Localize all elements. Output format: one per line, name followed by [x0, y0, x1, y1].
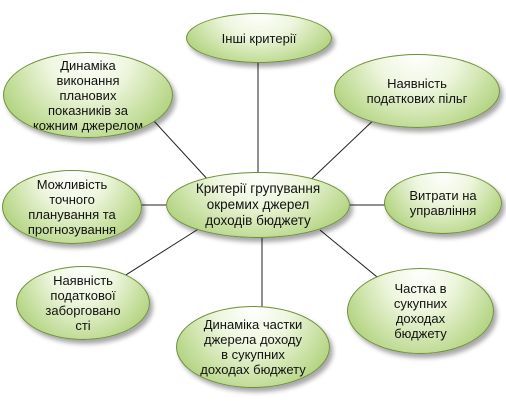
node-planning-accuracy: Можливість точного планування та прогноз… — [2, 170, 142, 244]
node-other-criteria-label: Інші критерії — [221, 30, 297, 46]
node-tax-benefits: Наявність податкових пільг — [334, 54, 500, 128]
node-management-costs-label: Витрати на управління — [409, 188, 477, 218]
node-share-dynamics: Динаміка частки джерела доходу в сукупни… — [176, 306, 330, 388]
node-tax-debt-label: Наявність податкової заборговано сті — [45, 273, 121, 333]
node-other-criteria: Інші критерії — [186, 13, 332, 63]
node-planning-accuracy-label: Можливість точного планування та прогноз… — [27, 177, 117, 237]
node-plan-execution-dynamics: Динаміка виконання планових показників з… — [3, 52, 173, 138]
node-revenue-share: Частка в сукупних доходах бюджету — [347, 268, 494, 354]
node-tax-debt: Наявність податкової заборговано сті — [16, 266, 150, 340]
node-revenue-share-label: Частка в сукупних доходах бюджету — [393, 281, 448, 341]
node-plan-execution-dynamics-label: Динаміка виконання планових показників з… — [32, 57, 144, 133]
node-central-criteria: Критерії групування окремих джерел доход… — [166, 172, 350, 238]
node-tax-benefits-label: Наявність податкових пільг — [366, 76, 468, 106]
node-share-dynamics-label: Динаміка частки джерела доходу в сукупни… — [200, 317, 306, 377]
node-management-costs: Витрати на управління — [384, 172, 502, 234]
node-central-criteria-label: Критерії групування окремих джерел доход… — [195, 181, 321, 228]
